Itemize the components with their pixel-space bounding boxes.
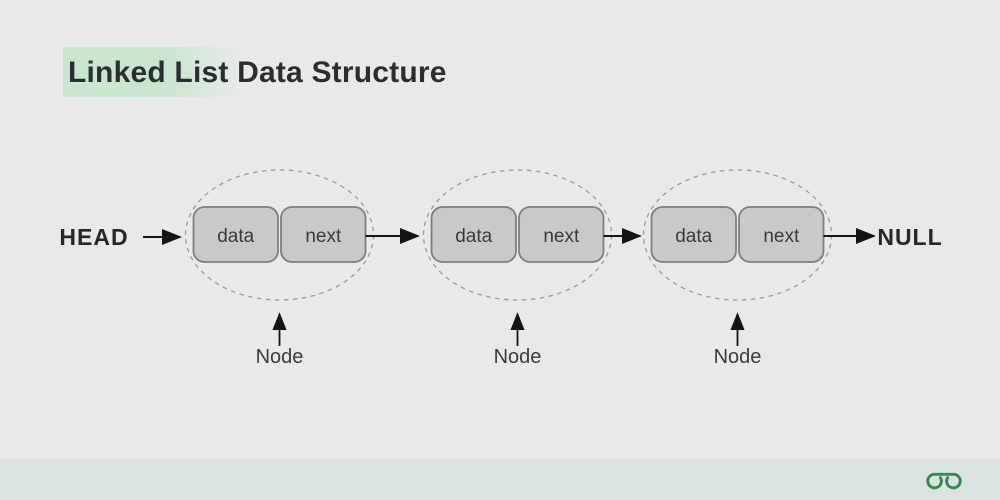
node-2-data-label: data (455, 226, 492, 247)
title-highlight (63, 47, 245, 97)
node-group-3: data next Node (642, 169, 833, 368)
page-title: Linked List Data Structure (68, 56, 447, 89)
node-1-next-label: next (305, 226, 342, 247)
node-2-next-box (518, 206, 605, 263)
node-1-data-box (192, 206, 279, 263)
footer-bar (0, 458, 1000, 500)
node-2-data-box (430, 206, 517, 263)
node-3-data-label: data (675, 226, 712, 247)
node-1-caption: Node (256, 346, 304, 368)
node-2-next-label: next (543, 226, 580, 247)
node-group-2: data next Node (422, 169, 613, 368)
node-1-data-label: data (217, 226, 254, 247)
node-3-next-box (738, 206, 825, 263)
node-1-next-box (280, 206, 367, 263)
node-2-caption: Node (494, 346, 542, 368)
node-group-1: data next Node (184, 169, 375, 368)
head-label: HEAD (59, 224, 128, 250)
node-3-caption: Node (714, 346, 762, 368)
node-3-data-box (650, 206, 737, 263)
geeksforgeeks-logo-icon (926, 472, 962, 490)
node-3-next-label: next (763, 226, 800, 247)
null-label: NULL (877, 224, 942, 250)
